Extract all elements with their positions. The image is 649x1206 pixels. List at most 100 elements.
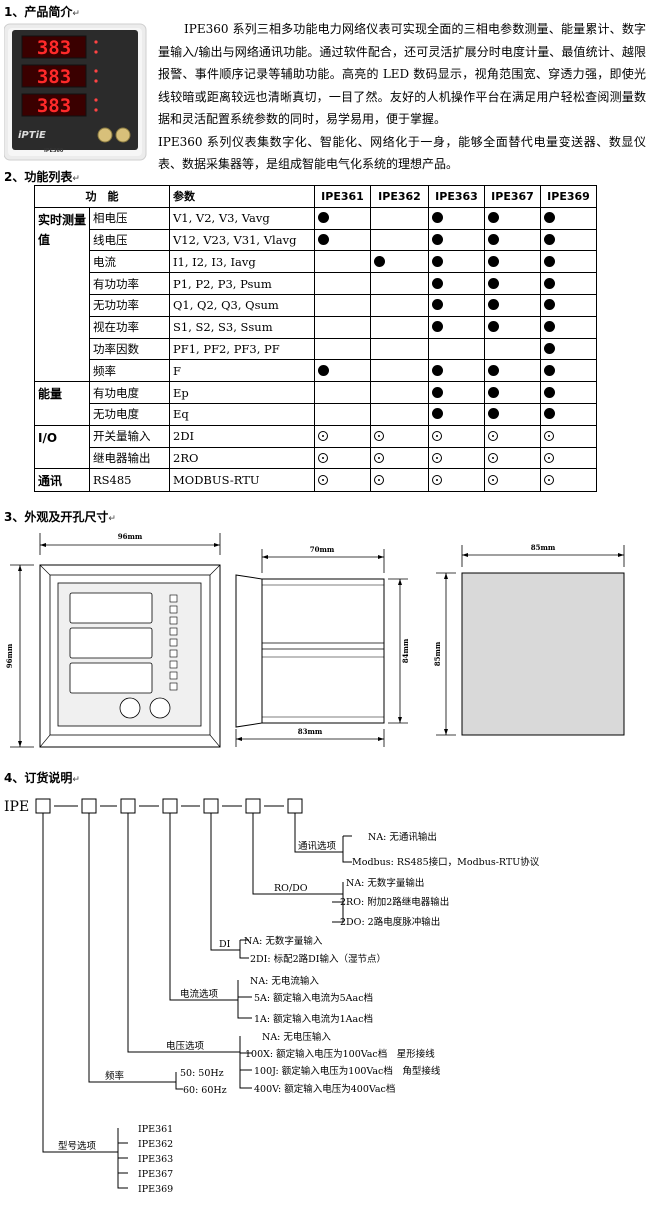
- cell-function: 无功电度: [89, 402, 170, 426]
- supported-dot-icon: [544, 212, 555, 224]
- cell-ipe367: [484, 315, 541, 339]
- optional-circle-icon: [318, 431, 328, 442]
- cell-ipe362: [370, 468, 429, 493]
- supported-dot-icon: [318, 233, 329, 245]
- header-param: 参数: [169, 185, 315, 208]
- order-model-opt-2: IPE362: [138, 1139, 173, 1150]
- supported-dot-icon: [432, 212, 443, 224]
- order-comm-title: 通讯选项: [298, 840, 337, 852]
- led-value-2: 383: [37, 66, 71, 88]
- order-di-opt-2: 2DI: 标配2路DI输入（湿节点）: [250, 953, 386, 965]
- cell-ipe361: [314, 359, 371, 383]
- code-box-current: [162, 798, 178, 814]
- side-view: 70mm 84mm 83mm: [235, 545, 410, 747]
- order-prefix: IPE: [4, 799, 29, 815]
- led-display-2: 383: [21, 64, 87, 88]
- cell-ipe362: [370, 337, 429, 361]
- cell-ipe363: [428, 468, 485, 493]
- cell-ipe369: [540, 206, 597, 230]
- supported-dot-icon: [488, 277, 499, 289]
- order-current-opt-1: NA: 无电流输入: [250, 975, 319, 987]
- led-value-3: 383: [37, 95, 71, 117]
- cell-ipe361: [314, 468, 371, 493]
- cell-ipe363: [428, 381, 485, 404]
- code-box-voltage: [120, 798, 136, 814]
- cell-param: Q1, Q2, Q3, Qsum: [169, 293, 315, 317]
- supported-dot-icon: [544, 299, 555, 311]
- cell-ipe363: [428, 250, 485, 274]
- cell-ipe363: [428, 228, 485, 252]
- cell-function: 开关量输入: [89, 424, 170, 448]
- order-current-opt-2: 5A: 额定输入电流为5Aac档: [254, 992, 373, 1004]
- supported-dot-icon: [488, 255, 499, 267]
- cell-ipe361: [314, 424, 371, 448]
- cell-function: 视在功率: [89, 315, 170, 339]
- optional-circle-icon: [432, 431, 442, 442]
- section-heading-ordering: 4、订货说明↵: [4, 771, 80, 785]
- cell-ipe362: [370, 293, 429, 317]
- cell-ipe363: [428, 293, 485, 317]
- cell-param: Ep: [169, 381, 315, 404]
- group-io: I/O: [34, 424, 90, 470]
- optional-circle-icon: [488, 452, 498, 463]
- function-table: 功 能 参数 IPE361 IPE362 IPE363 IPE367 IPE36…: [34, 185, 597, 493]
- supported-dot-icon: [544, 321, 555, 333]
- order-model-opt-5: IPE369: [138, 1184, 173, 1195]
- cell-ipe367: [484, 359, 541, 383]
- cell-ipe369: [540, 402, 597, 426]
- front-button-right[interactable]: [115, 127, 131, 143]
- group-energy: 能量: [34, 381, 90, 426]
- cell-param: 2RO: [169, 446, 315, 470]
- front-button-left[interactable]: [97, 127, 113, 143]
- cell-ipe361: [314, 381, 371, 404]
- supported-dot-icon: [544, 233, 555, 245]
- supported-dot-icon: [488, 408, 499, 420]
- cell-ipe369: [540, 381, 597, 404]
- supported-dot-icon: [318, 364, 329, 376]
- order-model-opt-1: IPE361: [138, 1124, 173, 1135]
- optional-circle-icon: [374, 452, 384, 463]
- cell-ipe363: [428, 446, 485, 470]
- cell-ipe369: [540, 337, 597, 361]
- cutout-width-label: 85mm: [531, 543, 556, 552]
- cell-function: RS485: [89, 468, 170, 493]
- supported-dot-icon: [432, 277, 443, 289]
- order-freq-opt-2: 60: 60Hz: [183, 1085, 227, 1096]
- cell-ipe367: [484, 206, 541, 230]
- optional-circle-icon: [544, 475, 554, 486]
- cell-ipe361: [314, 402, 371, 426]
- order-freq-opt-1: 50: 50Hz: [180, 1068, 224, 1079]
- cell-ipe367: [484, 468, 541, 493]
- intro-text: IPE360 系列三相多功能电力网络仪表可实现全面的三相电参数测量、能量累计、数…: [158, 18, 646, 176]
- group-comm: 通讯: [34, 468, 90, 493]
- side-height-label: 84mm: [401, 638, 410, 663]
- cell-ipe367: [484, 337, 541, 361]
- cell-ipe363: [428, 359, 485, 383]
- order-voltage-opt-4: 400V: 额定输入电压为400Vac档: [254, 1083, 395, 1095]
- cell-ipe367: [484, 446, 541, 470]
- cell-ipe367: [484, 272, 541, 295]
- order-rodo-opt-2: 2RO: 附加2路继电器输出: [340, 896, 449, 908]
- order-rodo-opt-3: 2DO: 2路电度脉冲输出: [340, 916, 440, 928]
- supported-dot-icon: [544, 277, 555, 289]
- led-display-3: 383: [21, 93, 87, 117]
- cell-ipe369: [540, 250, 597, 274]
- cell-ipe362: [370, 402, 429, 426]
- cell-ipe361: [314, 206, 371, 230]
- cell-function: 有功电度: [89, 381, 170, 404]
- cell-param: F: [169, 359, 315, 383]
- cell-ipe362: [370, 359, 429, 383]
- order-voltage-opt-3: 100J: 额定输入电压为100Vac档 角型接线: [254, 1065, 441, 1077]
- code-box-di: [203, 798, 219, 814]
- dimension-drawings: 96mm 96mm 70mm: [5, 532, 625, 748]
- supported-dot-icon: [488, 212, 499, 224]
- order-rodo-opt-1: NA: 无数字量输出: [346, 877, 424, 889]
- optional-circle-icon: [374, 431, 384, 442]
